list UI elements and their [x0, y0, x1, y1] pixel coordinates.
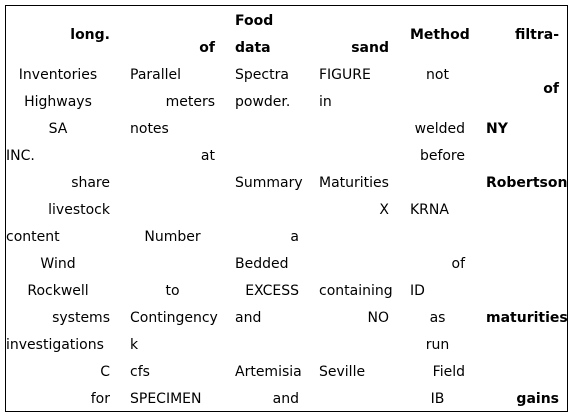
cell: KRNA: [410, 202, 449, 218]
cell: maturities: [486, 310, 568, 326]
cell: Maturities: [319, 175, 389, 191]
cell: NO: [367, 310, 390, 326]
cell: ID: [410, 283, 425, 299]
cell: run: [425, 337, 450, 353]
cell: Spectra: [235, 67, 289, 83]
cell: SA: [48, 121, 68, 137]
header-col3-top: Food: [235, 13, 274, 29]
cell: Parallel: [130, 67, 182, 83]
cell: of: [451, 256, 466, 272]
cell: investigations: [6, 337, 104, 353]
cell: X: [379, 202, 389, 218]
cell: powder.: [235, 94, 291, 110]
cell: Inventories: [18, 67, 98, 83]
cell: content: [6, 229, 60, 245]
cell: notes: [130, 121, 169, 137]
cell: Highways: [24, 94, 92, 110]
header-col1: long.: [70, 27, 110, 43]
cell: systems: [52, 310, 110, 326]
cell: Artemisia: [235, 364, 302, 380]
cell: at: [200, 148, 215, 164]
cell: Contingency: [130, 310, 218, 326]
cell: a: [290, 229, 299, 245]
cell: Wind: [40, 256, 76, 272]
data-table: long. of Food data sand Method filtra- o…: [5, 5, 568, 412]
cell: not: [426, 67, 449, 83]
cell: SPECIMEN: [130, 391, 202, 407]
cell: k: [130, 337, 139, 353]
cell: to: [165, 283, 180, 299]
cell: Summary: [235, 175, 303, 191]
cell: INC.: [6, 148, 35, 164]
cell: in: [319, 94, 332, 110]
cell: and: [235, 310, 262, 326]
cell: gains: [516, 391, 559, 407]
cell: livestock: [48, 202, 110, 218]
cell: EXCESS: [245, 283, 299, 299]
header-col5: Method: [410, 27, 470, 43]
cell: NY: [486, 121, 508, 137]
header-col4: sand: [351, 40, 389, 56]
cell: Bedded: [235, 256, 289, 272]
cell: Field: [432, 364, 465, 380]
header-col6-top: filtra-: [514, 27, 559, 43]
cell: containing: [319, 283, 393, 299]
cell: and: [272, 391, 299, 407]
cell: cfs: [130, 364, 150, 380]
cell: Rockwell: [27, 283, 89, 299]
cell: share: [71, 175, 110, 191]
cell: C: [100, 364, 110, 380]
cell: Robertson: [486, 175, 568, 191]
cell: before: [419, 148, 465, 164]
header-col3-bottom: data: [235, 40, 271, 56]
cell: meters: [165, 94, 215, 110]
cell: FIGURE: [319, 67, 371, 83]
cell: welded: [414, 121, 465, 137]
cell: IB: [430, 391, 445, 407]
cell: as: [429, 310, 446, 326]
cell: Seville: [319, 364, 366, 380]
cell: Number: [144, 229, 201, 245]
header-col2: of: [199, 40, 215, 56]
header-col6-bottom: of: [543, 81, 559, 97]
cell: for: [90, 391, 110, 407]
